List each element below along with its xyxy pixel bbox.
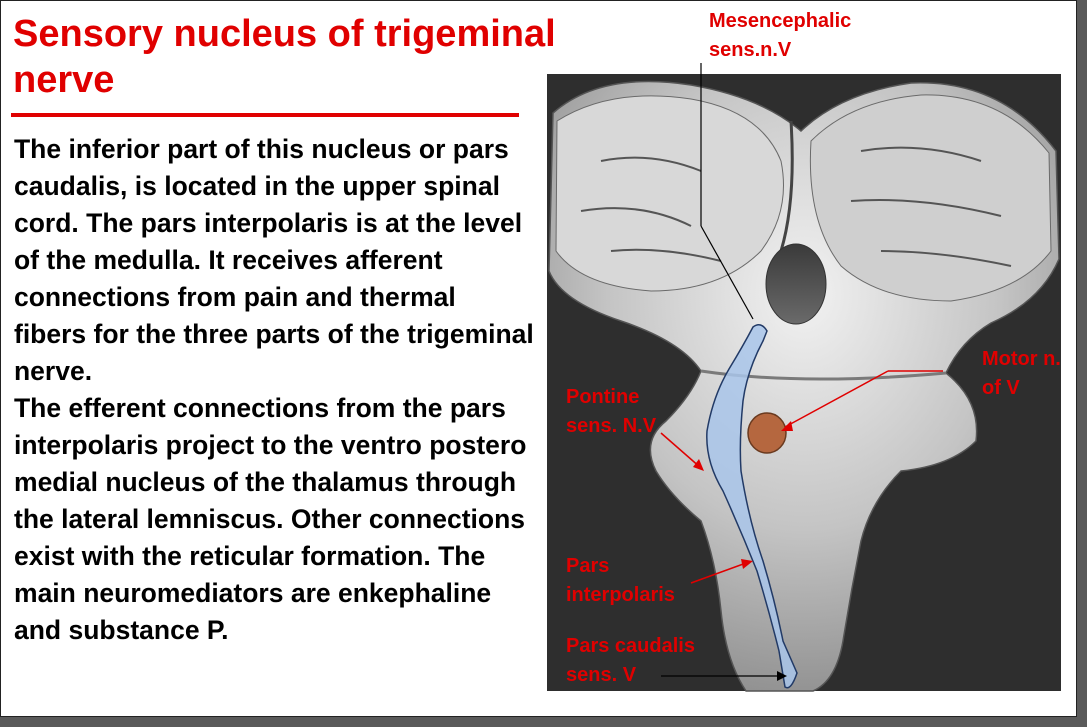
- right-lobe: [809, 94, 1052, 302]
- pointer-motor-arrowhead: [781, 421, 793, 431]
- motor-nucleus: [747, 412, 787, 454]
- pointer-caudalis-arrowhead: [777, 671, 787, 681]
- pointer-pontine: [660, 432, 702, 469]
- label-pars-interpolaris: Pars interpolaris: [566, 555, 675, 606]
- label-pontine: Pontine sens. N.V: [566, 386, 657, 437]
- pointer-motor-2: [784, 370, 889, 428]
- central-structure: [765, 243, 827, 325]
- fissure-left: [580, 156, 722, 262]
- label-motor-nucleus: Motor n. of V: [982, 348, 1061, 399]
- fissure-right: [850, 146, 1012, 267]
- left-lobe: [555, 95, 784, 292]
- pointer-interpolaris: [690, 562, 747, 584]
- brainstem-figure: [547, 63, 1061, 692]
- pointer-interpolaris-arrowhead: [741, 559, 753, 569]
- slide-title: Sensory nucleus of trigeminal nerve: [13, 13, 556, 101]
- paragraph-efferent: The efferent connections from the pars i…: [14, 393, 527, 645]
- title-underline: [11, 113, 519, 117]
- pointer-pontine-arrowhead: [693, 459, 704, 471]
- pointer-mesencephalic-2: [700, 225, 754, 320]
- label-pars-caudalis: Pars caudalis sens. V: [566, 635, 695, 686]
- paragraph-afferent: The inferior part of this nucleus or par…: [14, 134, 534, 386]
- midline-groove: [779, 120, 794, 252]
- body-text: The inferior part of this nucleus or par…: [14, 131, 534, 649]
- label-mesencephalic: Mesencephalic sens.n.V: [709, 10, 852, 61]
- sensory-nucleus-column: [706, 324, 798, 689]
- slide: Sensory nucleus of trigeminal nerve The …: [0, 0, 1077, 717]
